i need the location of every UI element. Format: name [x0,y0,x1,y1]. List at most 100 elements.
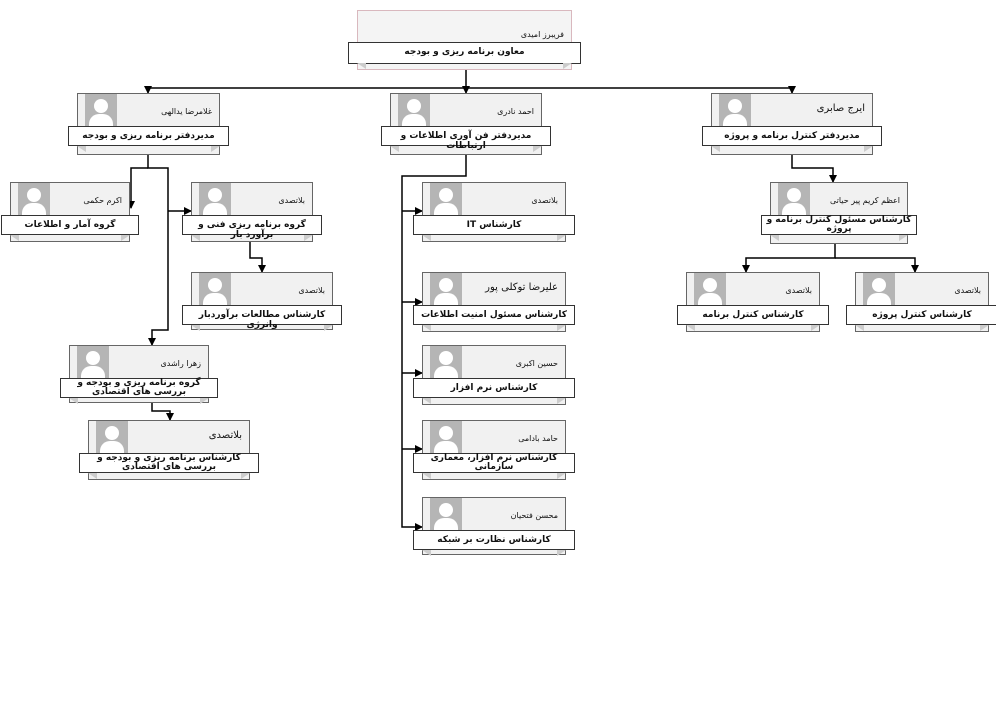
job-title: کارشناس کنترل برنامه [677,305,829,325]
ribbon-fold [241,473,250,479]
person-name: بلاتصدی [208,430,242,441]
ribbon-fold [324,325,333,331]
ribbon-fold [88,473,97,479]
person-name: بلاتصدی [278,196,305,205]
job-title: کارشناس نظارت بر شبکه [413,530,575,550]
ribbon-fold [811,325,820,331]
ribbon-fold [563,63,572,69]
job-title: معاون برنامه ریزی و بودجه [348,42,581,64]
ribbon-fold [390,146,399,152]
org-card-l1[interactable]: اکرم حکمی گروه آمار و اطلاعات [1,182,139,242]
org-card-l4[interactable]: زهرا راشدی گروه برنامه ریزی و بودجه و برر… [60,345,218,404]
ribbon-fold [864,146,873,152]
avatar-placeholder-icon [430,273,462,305]
ribbon-fold [304,235,313,241]
person-name: غلامرضا یدالهی [161,107,212,116]
org-card-l2[interactable]: بلاتصدی گروه برنامه ریزی فنی و برآورد بار [182,182,322,242]
job-title: مدیردفتر فن آوری اطلاعات و ارتباطات [381,126,551,151]
org-card-r2[interactable]: بلاتصدی کارشناس کنترل برنامه [677,272,829,332]
person-name: اکرم حکمی [83,196,122,205]
avatar-placeholder-icon [694,273,726,305]
ribbon-fold [711,146,720,152]
avatar-placeholder-icon [96,421,128,453]
person-name: حامد بادامی [518,434,558,443]
ribbon-fold [422,473,431,479]
person-name: علیرضا توکلی پور [485,282,558,293]
job-title: مدیردفتر کنترل برنامه و پروژه [702,126,882,146]
avatar-placeholder-icon [863,273,895,305]
ribbon-fold [69,398,78,404]
job-title: کارشناس مسئول امنیت اطلاعات [413,305,575,325]
person-name: محسن فتحیان [510,511,558,520]
org-card-l3[interactable]: بلاتصدی کارشناس مطالعات برآوردبار وانرژی [182,272,342,331]
avatar-placeholder-icon [430,421,462,453]
person-name: بلاتصدی [785,286,812,295]
person-name: اعظم کریم پیر حیاتی [829,196,900,205]
person-name: بلاتصدی [298,286,325,295]
avatar-placeholder-icon [430,498,462,530]
ribbon-fold [422,550,431,556]
org-card-r1[interactable]: اعظم کریم پیر حیاتی کارشناس مسئول کنترل ب… [761,182,917,244]
org-card-m3[interactable]: ایرج صابری مدیردفتر کنترل برنامه و پروژه [702,93,882,155]
ribbon-fold [357,63,366,69]
ribbon-fold [10,235,19,241]
ribbon-fold [77,146,86,152]
job-title: کارشناس نرم افزار [413,378,575,398]
org-card-l5[interactable]: بلاتصدی کارشناس برنامه ریزی و بودجه و برر… [79,420,259,480]
ribbon-fold [191,235,200,241]
person-name: ایرج صابری [816,103,865,114]
avatar-placeholder-icon [77,346,109,378]
ribbon-fold [200,398,209,404]
person-name: زهرا راشدی [160,359,201,368]
person-name: بلاتصدی [954,286,981,295]
org-card-c4[interactable]: حامد بادامی کارشناس نرم افزار، معماری ساز… [413,420,575,480]
avatar-placeholder-icon [199,183,231,215]
ribbon-fold [855,325,864,331]
person-name: احمد نادری [497,107,534,116]
ribbon-fold [557,550,566,556]
ribbon-fold [557,325,566,331]
avatar-placeholder-icon [430,183,462,215]
avatar-placeholder-icon [199,273,231,305]
job-title: گروه آمار و اطلاعات [1,215,139,235]
ribbon-fold [980,325,989,331]
ribbon-fold [899,235,908,241]
org-card-m2[interactable]: احمد نادری مدیردفتر فن آوری اطلاعات و ارت… [381,93,551,155]
org-card-c2[interactable]: علیرضا توکلی پور کارشناس مسئول امنیت اطلا… [413,272,575,332]
person-name: بلاتصدی [531,196,558,205]
org-card-c1[interactable]: بلاتصدی کارشناس IT [413,182,575,242]
ribbon-fold [191,325,200,331]
avatar-placeholder-icon [778,183,810,215]
job-title: گروه برنامه ریزی و بودجه و بررسی های اقت… [60,378,218,398]
ribbon-fold [533,146,542,152]
job-title: کارشناس برنامه ریزی و بودجه و بررسی های … [79,453,259,473]
ribbon-fold [211,146,220,152]
job-title: مدیردفتر برنامه ریزی و بودجه [68,126,229,146]
job-title: کارشناس IT [413,215,575,235]
org-card-root[interactable]: فریبرز امیدی معاون برنامه ریزی و بودجه [348,10,581,70]
avatar-placeholder-icon [719,94,751,126]
job-title: کارشناس کنترل پروژه [846,305,996,325]
ribbon-fold [557,235,566,241]
job-title: کارشناس مسئول کنترل برنامه و پروژه [761,215,917,235]
job-title: گروه برنامه ریزی فنی و برآورد بار [182,215,322,240]
ribbon-fold [422,235,431,241]
person-name: فریبرز امیدی [520,30,564,39]
ribbon-fold [121,235,130,241]
ribbon-fold [770,235,779,241]
org-card-m1[interactable]: غلامرضا یدالهی مدیردفتر برنامه ریزی و بود… [68,93,229,155]
avatar-placeholder-icon [430,346,462,378]
ribbon-fold [557,398,566,404]
ribbon-fold [422,398,431,404]
ribbon-fold [557,473,566,479]
org-card-c5[interactable]: محسن فتحیان کارشناس نظارت بر شبکه [413,497,575,556]
ribbon-fold [686,325,695,331]
avatar-placeholder-icon [85,94,117,126]
org-card-r3[interactable]: بلاتصدی کارشناس کنترل پروژه [846,272,996,332]
job-title: کارشناس مطالعات برآوردبار وانرژی [182,305,342,330]
job-title: کارشناس نرم افزار، معماری سازمانی [413,453,575,473]
ribbon-fold [422,325,431,331]
avatar-placeholder-icon [18,183,50,215]
